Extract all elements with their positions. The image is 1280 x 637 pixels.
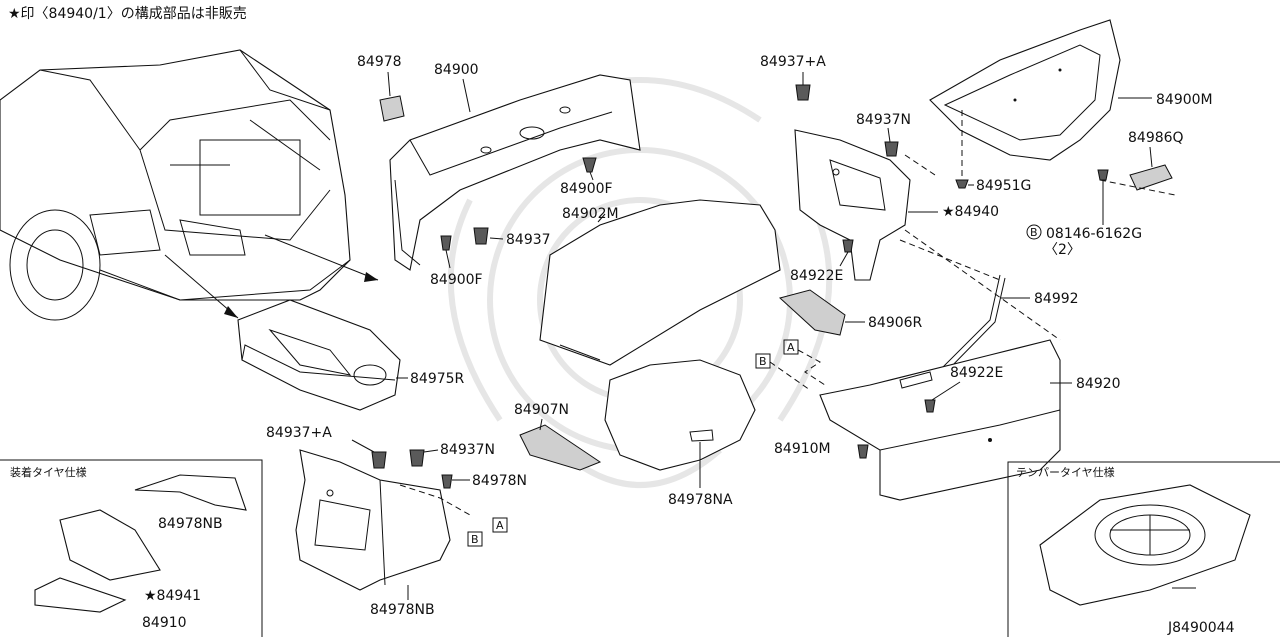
part-84902M-floorboard xyxy=(539,199,781,366)
svg-text:B: B xyxy=(1030,226,1038,239)
callout-84975R: 84975R xyxy=(410,371,465,387)
svg-text:B: B xyxy=(471,533,479,546)
callout-84951G: 84951G xyxy=(976,178,1031,194)
part-84978-pad xyxy=(379,95,405,122)
callout-84992: 84992 xyxy=(1034,291,1079,307)
callout-84978: 84978 xyxy=(357,54,402,70)
callout-84910M: 84978NA xyxy=(668,492,733,508)
part-84920-rear-panel xyxy=(819,339,1061,501)
ref-box-B-lower: B xyxy=(467,531,483,547)
callout-84920: 84920 xyxy=(1076,376,1121,392)
callout-84922E-b: 84922E xyxy=(950,365,1003,381)
callout-84922E-c: 84978N xyxy=(472,473,527,489)
part-84986Q-plate xyxy=(1129,164,1173,191)
callout-84978N: 84978NB xyxy=(158,516,223,532)
callout-84937A-top: 84937+A xyxy=(760,54,826,70)
bolt-symbol: B xyxy=(1026,224,1042,240)
callout-84937: 84937 xyxy=(506,232,551,248)
drawing-id: J8490044 xyxy=(1167,620,1235,636)
pointer-arrows xyxy=(164,234,379,319)
callout-84937N-top: 84937N xyxy=(856,112,911,128)
inset-fitted-tire: 装着タイヤ仕様 xyxy=(0,459,263,637)
callout-84978NA: ★84941 xyxy=(144,588,201,604)
ref-box-A-lower: A xyxy=(492,517,508,533)
note-text: ★印〈84940/1〉の構成部品は非販売 xyxy=(8,6,247,22)
callout-08146: 08146-6162G xyxy=(1046,226,1142,242)
part-84900M-trim xyxy=(929,19,1121,161)
part-84975R-tray xyxy=(237,299,401,411)
callout-84937A-low: 84937+A xyxy=(266,425,332,441)
car-rear-illustration xyxy=(0,49,351,321)
svg-text:B: B xyxy=(759,355,767,368)
callout-84900M: 84900M xyxy=(1156,92,1213,108)
callout-84906R: 84906R xyxy=(868,315,923,331)
callout-84940: ★84940 xyxy=(942,204,999,220)
callout-84937N-low: 84937N xyxy=(440,442,495,458)
callout-84922E-a: 84922E xyxy=(790,268,843,284)
part-84940-bracket xyxy=(794,129,911,281)
ref-box-A-upper: A xyxy=(783,339,799,355)
ref-box-B-upper: B xyxy=(755,353,771,369)
callout-84907N: 84907N xyxy=(514,402,569,418)
callout-84941: 84978NB xyxy=(370,602,435,618)
callout-84900F-b: 84900F xyxy=(430,272,483,288)
callout-84978NB: 84910 xyxy=(142,615,187,631)
callout-84902M: 84902M xyxy=(562,206,619,222)
svg-text:A: A xyxy=(787,341,795,354)
part-84900-panel xyxy=(389,74,641,271)
inset-right-title: テンパータイヤ仕様 xyxy=(1016,465,1115,479)
callout-84900: 84900 xyxy=(434,62,479,78)
callout-84986Q: 84986Q xyxy=(1128,130,1184,146)
inset-temper-tire: テンパータイヤ仕様 xyxy=(1007,461,1280,637)
part-84941-bracket xyxy=(295,449,451,591)
inset-left-title: 装着タイヤ仕様 xyxy=(10,465,87,479)
part-84906R-pad xyxy=(778,289,846,336)
svg-text:A: A xyxy=(496,519,504,532)
part-84907N-pad xyxy=(519,424,602,471)
part-84910M-mat xyxy=(604,359,756,471)
callout-08146-qty: 〈2〉 xyxy=(1044,242,1081,258)
callout-84900F-a: 84900F xyxy=(560,181,613,197)
callout-84937N-right: 84910M xyxy=(774,441,831,457)
